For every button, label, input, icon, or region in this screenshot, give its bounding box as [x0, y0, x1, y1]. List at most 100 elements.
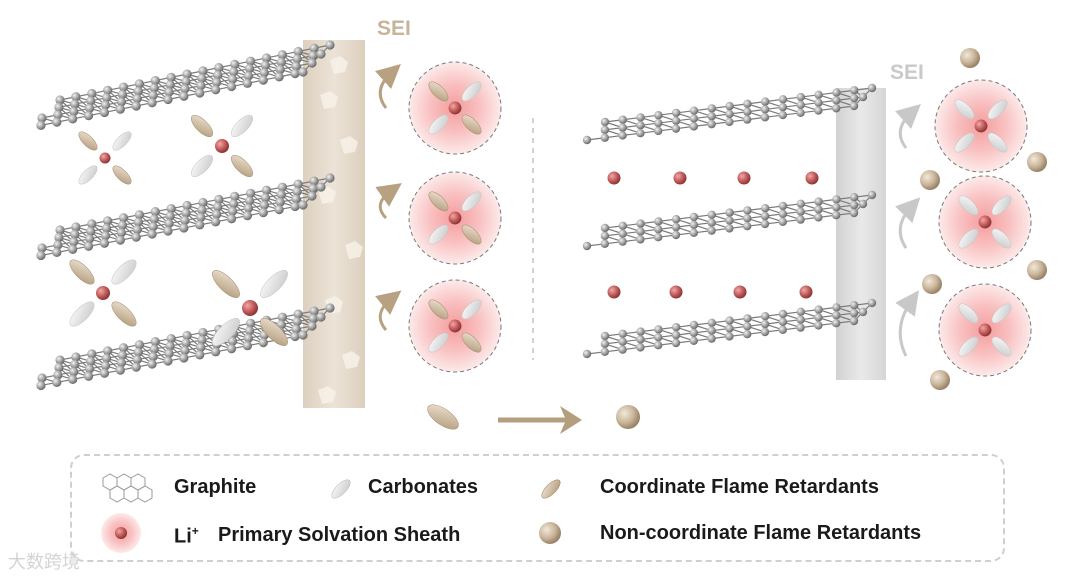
- desolvation-arrow: [375, 63, 401, 109]
- graphite-atom: [242, 341, 253, 351]
- li-ion: [974, 119, 988, 133]
- graphite-atom: [149, 344, 159, 354]
- graphite-atom: [164, 348, 174, 359]
- graphite-atom: [261, 185, 272, 195]
- coordinate-fr-molecule: [112, 165, 132, 185]
- graphite-atom: [85, 103, 95, 113]
- graphite-atom: [636, 219, 645, 228]
- graphite-atom: [316, 49, 326, 59]
- legend-li-symbol: Li: [174, 525, 192, 548]
- graphite-atom: [86, 226, 96, 236]
- graphite-atom: [166, 72, 176, 82]
- graphite-atom: [211, 347, 221, 357]
- graphite-atom: [725, 224, 734, 233]
- sei-particle: [330, 56, 348, 74]
- graphite-atom: [707, 326, 716, 335]
- graphite-atom: [196, 342, 206, 353]
- graphite-atom: [181, 76, 191, 87]
- carbonate-molecule: [190, 154, 214, 178]
- graphite-atom: [760, 105, 770, 114]
- graphite-atom: [133, 347, 143, 357]
- graphite-atom: [133, 86, 143, 96]
- graphite-atom: [636, 343, 645, 352]
- graphite-atom: [867, 83, 877, 93]
- carbonate-molecule: [991, 303, 1012, 324]
- legend-non-coordinate-fr: Non-coordinate Flame Retardants: [600, 522, 922, 544]
- solvation-sheath: [408, 171, 502, 265]
- graphite-atom: [149, 83, 159, 93]
- graphite-atom: [796, 307, 805, 316]
- graphite-atom: [671, 230, 681, 240]
- coordinate-fr-molecule: [111, 301, 137, 327]
- graphite-atom: [600, 239, 609, 248]
- graphite-atom: [778, 217, 787, 226]
- graphite-atom: [778, 95, 788, 104]
- graphite-atom: [195, 220, 205, 230]
- carbonate-molecule: [991, 336, 1012, 357]
- carbonate-molecule: [230, 114, 254, 138]
- graphite-atom: [197, 335, 207, 345]
- graphite-atom: [83, 241, 94, 251]
- graphite-atom: [292, 54, 302, 64]
- graphite-atom: [70, 359, 80, 370]
- graphite-atom: [99, 107, 110, 118]
- graphite-atom: [101, 93, 112, 103]
- graphite-atom: [832, 96, 841, 105]
- graphite-atom: [309, 176, 319, 186]
- graphite-atom: [132, 225, 142, 235]
- graphite-atom: [134, 340, 145, 350]
- graphite-atom: [600, 117, 610, 127]
- bare-li-ion: [669, 285, 683, 299]
- graphite-atom: [778, 201, 788, 211]
- graphite-atom: [849, 101, 859, 111]
- non-coordinate-fr-molecule: [616, 405, 640, 429]
- graphite-atom: [212, 209, 222, 219]
- graphite-atom: [814, 98, 823, 107]
- graphite-atom: [325, 303, 335, 313]
- graphite-atom: [796, 108, 805, 118]
- graphite-atom: [618, 229, 627, 238]
- li-ion: [448, 319, 462, 333]
- carbonate-molecule: [987, 132, 1008, 153]
- graphite-atom: [850, 86, 859, 95]
- graphite-atom: [54, 362, 64, 373]
- graphite-atom: [618, 115, 627, 124]
- solvation-sheath: [408, 61, 502, 155]
- coordinate-fr-molecule: [78, 131, 98, 151]
- bare-li-ion: [607, 285, 621, 299]
- graphite-atom: [582, 241, 592, 251]
- graphite-atom: [654, 325, 663, 334]
- graphite-atom: [761, 97, 770, 106]
- carbonate-molecule: [111, 259, 137, 285]
- graphite-atom: [618, 131, 627, 140]
- graphite-sheet-right-bottom: [582, 298, 877, 359]
- graphite-sheet-left-top: [36, 40, 335, 130]
- graphite-atom: [707, 226, 716, 235]
- graphite-atom: [689, 106, 699, 115]
- graphite-atom: [291, 324, 301, 334]
- graphite-atom: [671, 124, 681, 133]
- sei-right-layer: [836, 88, 886, 380]
- coordinate-fr-molecule: [69, 259, 95, 285]
- graphite-atom: [147, 98, 157, 108]
- graphite-atom: [179, 353, 189, 363]
- graphite-atom: [308, 183, 318, 194]
- graphite-atom: [118, 343, 129, 353]
- graphite-atom: [245, 188, 256, 198]
- graphite-atom: [71, 92, 81, 102]
- graphite-atom: [672, 323, 681, 332]
- carbonate-molecule: [987, 99, 1008, 120]
- graphite-atom: [654, 341, 663, 350]
- coordinate-fr-legend-icon: [541, 479, 561, 499]
- graphite-atom: [707, 112, 716, 121]
- graphite-atom: [116, 97, 127, 107]
- graphite-legend-icon: [102, 473, 153, 503]
- graphite-atom: [150, 207, 160, 217]
- graphite-atom: [582, 349, 592, 359]
- carbonate-molecule: [461, 81, 482, 102]
- graphite-atom: [778, 309, 788, 319]
- graphite-atom: [293, 179, 303, 189]
- graphite-atom: [743, 115, 752, 124]
- graphite-atom: [100, 100, 111, 110]
- graphite-atom: [707, 119, 716, 129]
